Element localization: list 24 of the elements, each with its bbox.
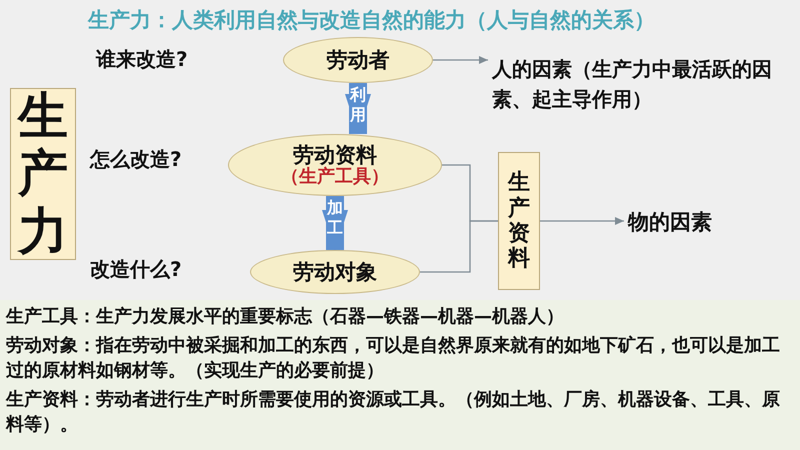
question-text: 改造什么? [90, 256, 182, 283]
arrow [433, 56, 488, 64]
bracket-line [420, 220, 498, 273]
node-text: （生产工具） [281, 166, 389, 188]
category-text: 物的因素 [628, 208, 758, 236]
node-text: 劳动资料 [293, 142, 377, 167]
question-text: 怎么改造? [90, 146, 182, 173]
question-text: 谁来改造? [96, 46, 188, 73]
note-text: 劳动对象：指在劳动中被采掘和加工的东西，可以是自然界原来就有的如地下矿石，也可以是加工过的原材料如钢材等。（实现生产的必要前提） [6, 334, 781, 383]
block-arrow [322, 196, 348, 250]
edge-label: 加工 [327, 198, 343, 238]
edge-label: 利用 [350, 85, 366, 125]
node-text: 生产资料 [508, 170, 530, 272]
block-arrow [345, 83, 371, 134]
heading-box [10, 88, 76, 260]
arrow [540, 217, 624, 225]
category-text: 人的因素（生产力中最活跃的因素、起主导作用） [492, 54, 792, 114]
node-text: 生产力 [18, 88, 68, 260]
node-text: 劳动对象 [293, 260, 377, 284]
note-text: 生产资料：劳动者进行生产时所需要使用的资源或工具。（例如土地、厂房、机器设备、工具、原料等）。 [6, 388, 781, 437]
vertical-box [498, 152, 540, 290]
note-text: 生产工具：生产力发展水平的重要标志（石器—铁器—机器—机器人） [6, 305, 565, 329]
title: 生产力：人类利用自然与改造自然的能力（人与自然的关系） [88, 7, 655, 34]
node-text: 劳动者 [326, 48, 390, 72]
